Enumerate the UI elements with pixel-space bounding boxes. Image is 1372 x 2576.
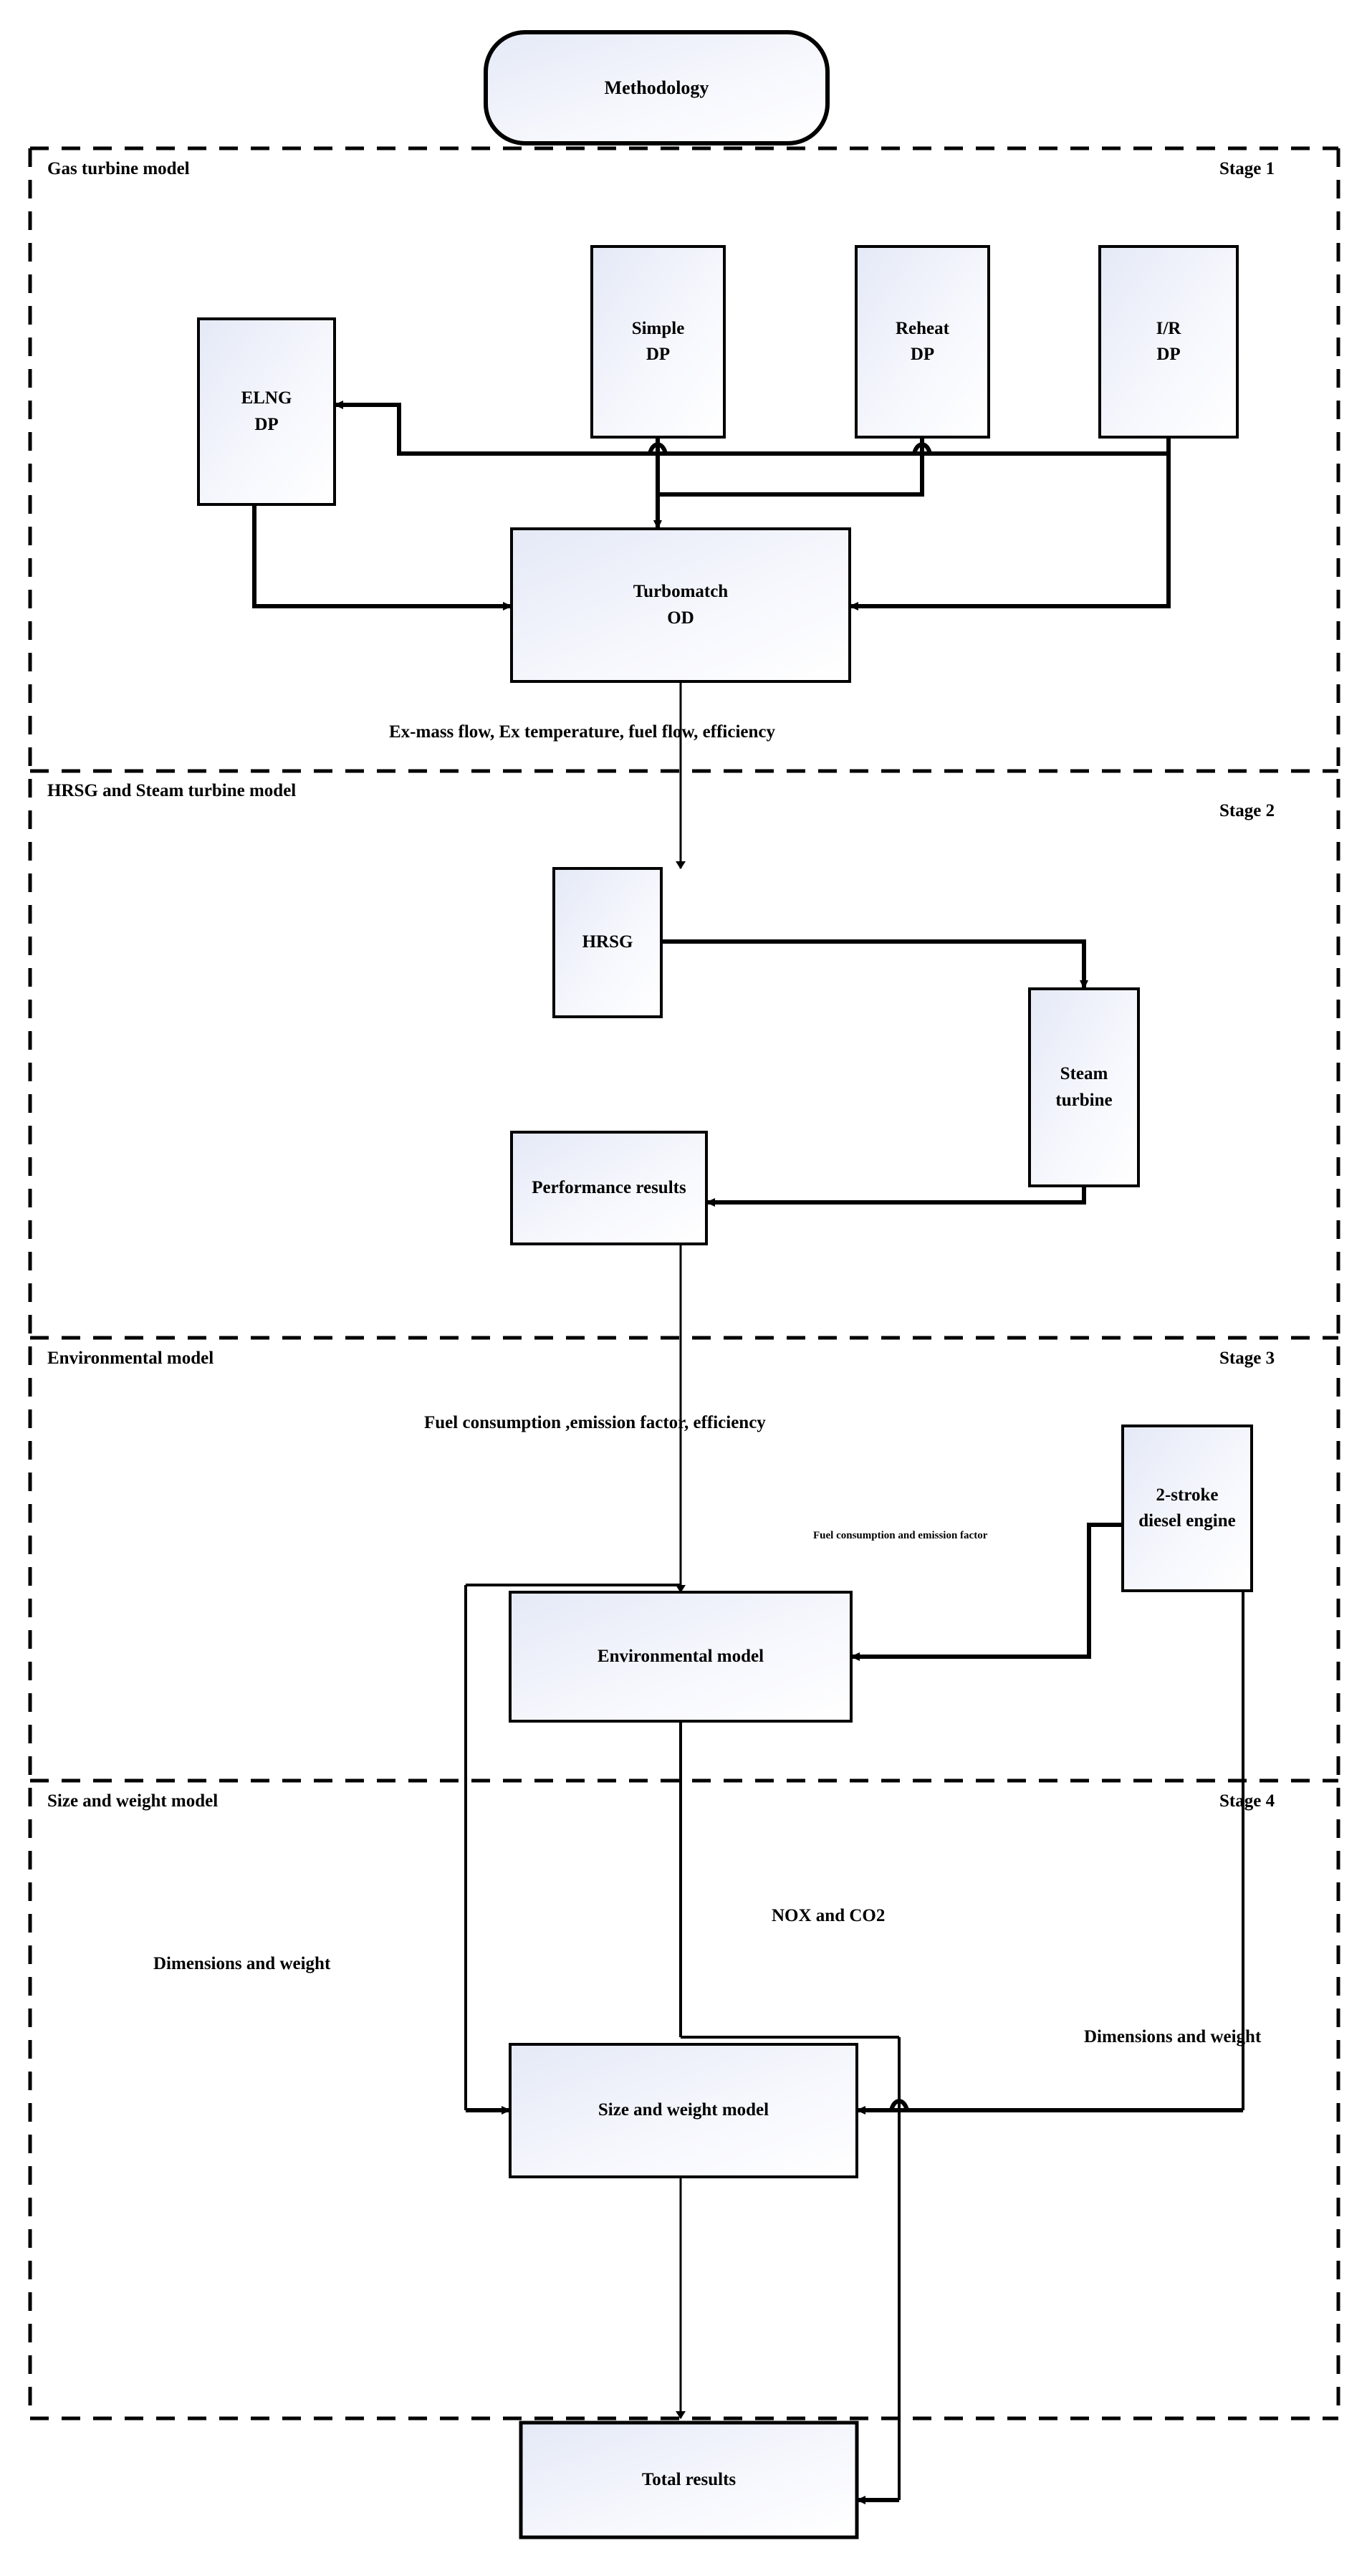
hop-nox-over-dimensions	[889, 2099, 909, 2111]
methodology-box[interactable]	[484, 30, 830, 145]
size-weight-model-box[interactable]	[509, 2043, 858, 2178]
edge-bus-to-elng	[334, 401, 1169, 456]
environmental-model-box[interactable]	[509, 1591, 853, 1723]
stage-frames	[28, 146, 1340, 2421]
edge-label-diesel-to-env: Fuel consumption and emission factor	[813, 1530, 988, 1541]
stage2-number: Stage 2	[1219, 801, 1275, 820]
stage2-connectors	[661, 939, 1088, 1207]
edge-reheat-to-bus	[658, 437, 924, 497]
total-results-box[interactable]	[519, 2421, 859, 2539]
stage1-connectors	[252, 401, 1171, 611]
stage2-title: HRSG and Steam turbine model	[47, 781, 297, 800]
elng-dp-box[interactable]	[197, 317, 336, 506]
edge-hrsg-to-steam-turbine	[661, 939, 1088, 990]
simple-dp-box[interactable]	[590, 245, 726, 439]
edge-label-dimensions-left: Dimensions and weight	[153, 1954, 331, 1973]
edge-elng-to-turbomatch	[252, 504, 512, 611]
bus-hop-simple	[648, 442, 668, 454]
edge-ir-to-turbomatch	[849, 437, 1171, 611]
edge-label-stage2-to-stage3: Fuel consumption ,emission factor, effic…	[424, 1413, 766, 1432]
edge-label-nox-co2: NOX and CO2	[772, 1906, 886, 1925]
edge-steam-turbine-to-performance	[706, 1186, 1086, 1207]
stage3-connectors	[850, 1523, 1123, 1661]
ir-dp-box[interactable]	[1098, 245, 1239, 439]
diesel-engine-box[interactable]	[1121, 1425, 1253, 1592]
turbomatch-od-box[interactable]	[510, 527, 851, 683]
edge-diesel-to-environmental	[850, 1523, 1123, 1661]
long-feedback-lines	[464, 1584, 1244, 2504]
stage4-title: Size and weight model	[47, 1791, 219, 1811]
hrsg-box[interactable]	[552, 867, 663, 1018]
bus-hop-reheat	[912, 442, 932, 454]
reheat-dp-box[interactable]	[855, 245, 990, 439]
stage4-number: Stage 4	[1219, 1791, 1275, 1811]
stage1-number: Stage 1	[1219, 159, 1275, 178]
performance-results-box[interactable]	[510, 1131, 708, 1245]
stage1-title: Gas turbine model	[47, 159, 190, 178]
stage3-title: Environmental model	[47, 1349, 214, 1368]
edge-label-dimensions-right: Dimensions and weight	[1084, 2027, 1262, 2046]
steam-turbine-box[interactable]	[1028, 987, 1140, 1187]
stage3-number: Stage 3	[1219, 1349, 1275, 1368]
edge-label-stage1-to-stage2: Ex-mass flow, Ex temperature, fuel flow,…	[389, 722, 776, 742]
